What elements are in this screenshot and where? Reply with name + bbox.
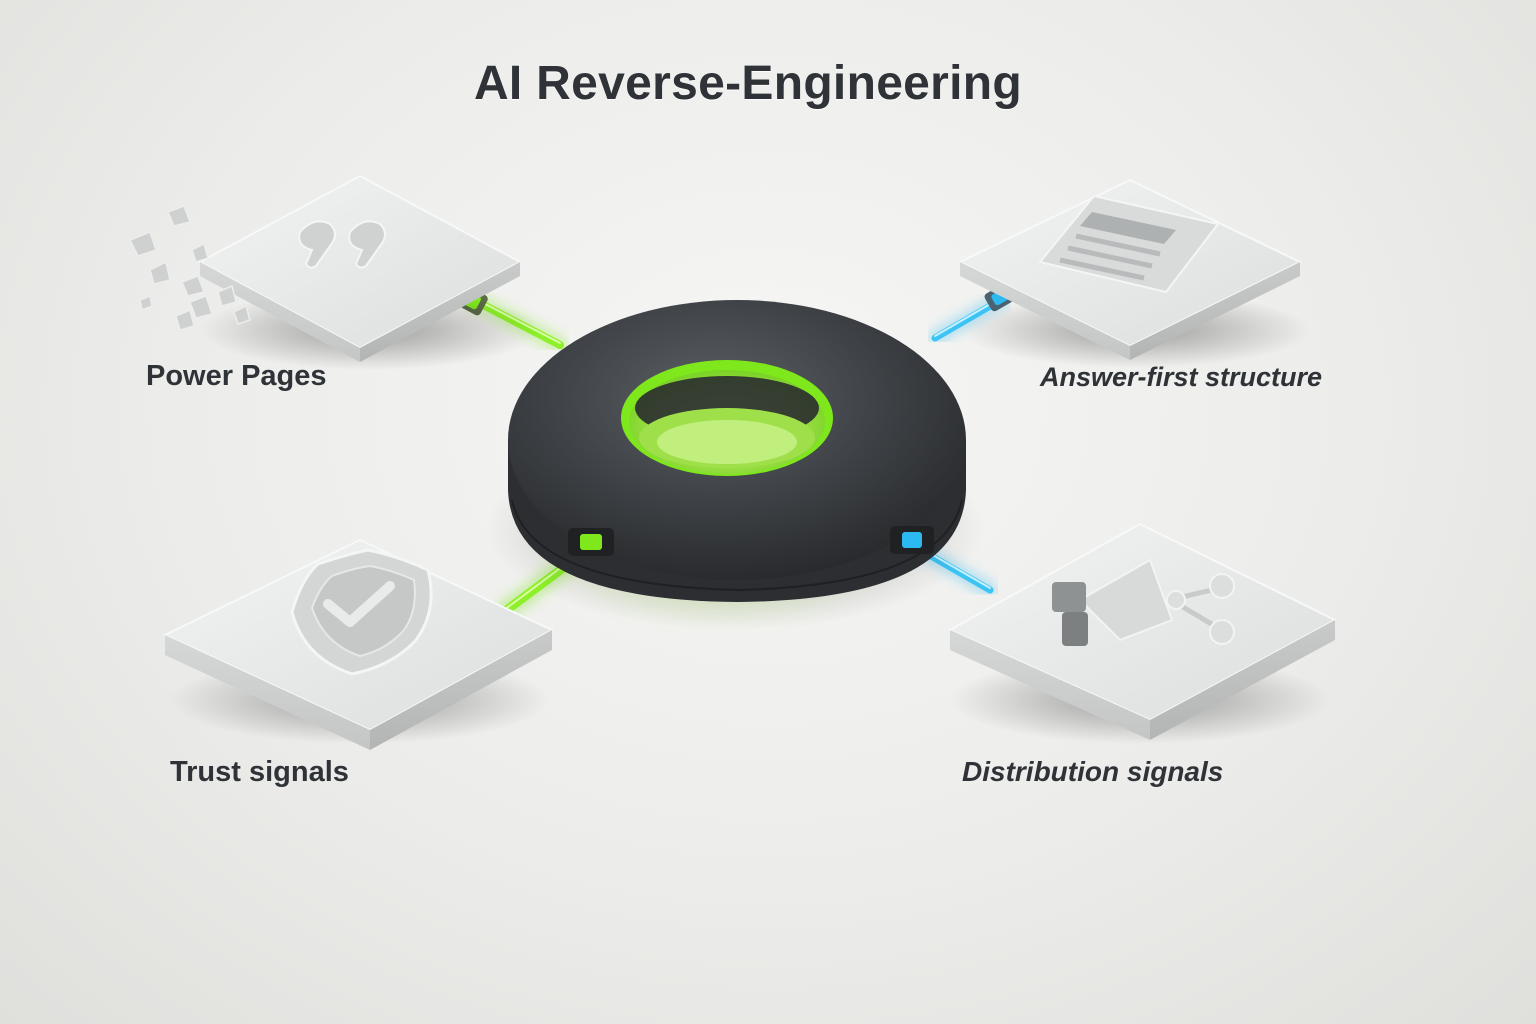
ring-hub: [485, 300, 985, 630]
shield-check-icon: [290, 548, 433, 676]
megaphone-network-icon: [1052, 558, 1235, 646]
diagram-title: AI Reverse-Engineering: [473, 57, 1023, 110]
node-label-trust-signals: Trust signals: [170, 756, 349, 788]
node-label-distribution-signals: Distribution signals: [962, 756, 1224, 787]
tile-distribution-signals: [947, 522, 1338, 744]
tile-answer-first: [957, 178, 1310, 368]
tile-power-pages: [128, 174, 540, 370]
node-label-power-pages: Power Pages: [146, 360, 327, 392]
quote-icon: [298, 220, 386, 269]
node-label-answer-first: Answer-first structure: [1040, 362, 1323, 392]
document-icon: [1038, 194, 1220, 294]
crumbling-fragments: [128, 205, 251, 331]
tile-trust-signals: [162, 538, 555, 750]
